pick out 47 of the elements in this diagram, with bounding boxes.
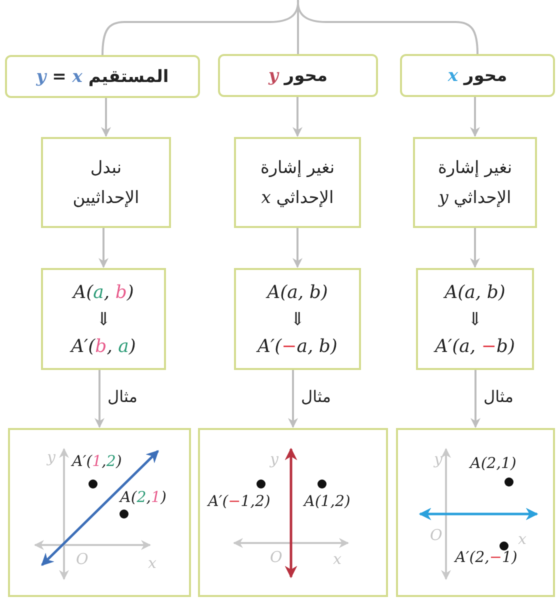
- arrow: [470, 228, 480, 268]
- implies-arrow: ⇓: [290, 308, 306, 332]
- point-label: A(2,1): [470, 454, 516, 472]
- axis-label: O: [430, 526, 442, 544]
- formula-text: A′(a, −b): [435, 334, 515, 358]
- connector-line: [102, 0, 299, 56]
- implies-arrow: ⇓: [96, 308, 112, 332]
- formula-text: A(a, b): [267, 280, 328, 304]
- rule-text: نبدل الإحداثيين: [72, 156, 140, 210]
- formula-box: [416, 268, 534, 370]
- axis-label: x: [333, 550, 342, 568]
- point-label: A′(−1,2): [208, 492, 270, 510]
- point-label: A(1,2): [304, 492, 350, 510]
- heading-box: [218, 54, 378, 97]
- point-label: A(2,1): [120, 488, 166, 506]
- edge-label: مثال: [299, 387, 333, 407]
- arrow: [288, 370, 298, 428]
- graph-box: [396, 428, 555, 597]
- formula-box: [41, 268, 166, 370]
- arrow: [101, 98, 111, 137]
- heading-box: [5, 55, 200, 98]
- point-label: A′(2,−1): [455, 548, 518, 566]
- formula-text: A′(−a, b): [258, 334, 338, 358]
- arrow: [470, 97, 480, 137]
- axis-label: y: [270, 450, 278, 468]
- formula-text: A(a, b): [444, 280, 506, 304]
- edge-label: مثال: [482, 387, 516, 407]
- graph-box: [198, 428, 388, 597]
- axis-label: x: [518, 530, 526, 548]
- formula-text: A(a, b): [73, 280, 134, 304]
- formula-text: A′(b, a): [71, 334, 136, 358]
- implies-arrow: ⇓: [467, 308, 483, 332]
- formula-box: [234, 268, 361, 370]
- arrow: [470, 370, 480, 428]
- axis-label: y: [434, 450, 442, 468]
- axis-label: x: [148, 554, 156, 572]
- arrow: [98, 228, 108, 268]
- arrow: [292, 228, 302, 268]
- heading-box: [400, 54, 555, 97]
- axis-label: O: [76, 550, 88, 568]
- point-label: A′(1,2): [72, 452, 122, 470]
- arrow: [94, 370, 104, 428]
- axis-label: O: [270, 548, 282, 566]
- arrow: [292, 97, 302, 137]
- edge-label: مثال: [106, 387, 140, 407]
- graph-box: [8, 428, 191, 597]
- axis-label: y: [47, 448, 56, 466]
